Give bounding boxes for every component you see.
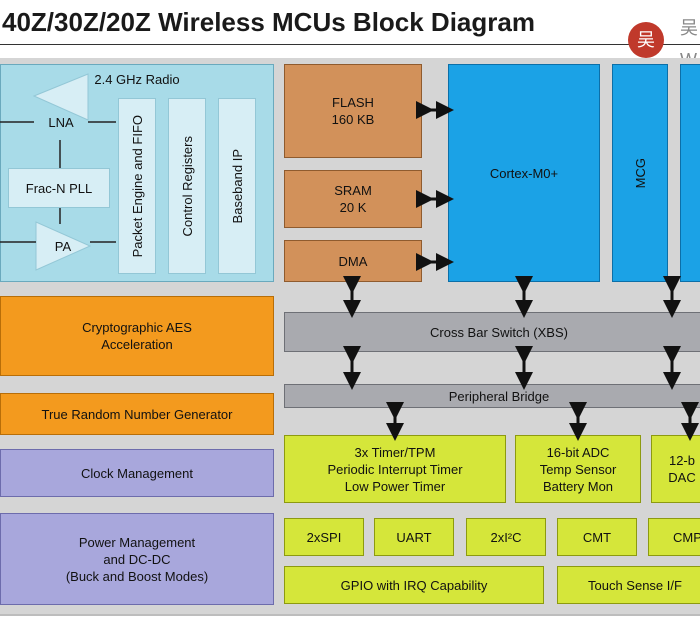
diagram-title: 40Z/30Z/20Z Wireless MCUs Block Diagram <box>2 7 535 37</box>
trng-block: True Random Number Generator <box>0 393 274 435</box>
baseband-ip-block: Baseband IP <box>218 98 256 274</box>
radio-label: 2.4 GHz Radio <box>94 72 180 87</box>
uart-block: UART <box>374 518 454 556</box>
radio-internals <box>0 73 116 271</box>
watermark-logo-icon: 吴 <box>628 22 664 58</box>
spi-block: 2xSPI <box>284 518 364 556</box>
gpio-block: GPIO with IRQ Capability <box>284 566 544 604</box>
title-underline <box>0 44 700 45</box>
clock-management-block: Clock Management <box>0 449 274 497</box>
flash-block: FLASH 160 KB <box>284 64 422 158</box>
cmp-block: CMP <box>648 518 700 556</box>
cross-bar-switch-block: Cross Bar Switch (XBS) <box>284 312 700 352</box>
sram-block: SRAM 20 K <box>284 170 422 228</box>
dma-block: DMA <box>284 240 422 282</box>
pa-label: PA <box>54 238 72 254</box>
pa-triangle-icon <box>35 221 92 271</box>
cmt-block: CMT <box>557 518 637 556</box>
timers-block: 3x Timer/TPM Periodic Interrupt Timer Lo… <box>284 435 506 503</box>
lna-label: LNA <box>48 114 74 130</box>
control-registers-block: Control Registers <box>168 98 206 274</box>
power-management-block: Power Management and DC-DC (Buck and Boo… <box>0 513 274 605</box>
frac-n-pll-block: Frac-N PLL <box>8 168 110 208</box>
dac-block: 12-b DAC <box>651 435 700 503</box>
core-partial-block <box>680 64 700 282</box>
watermark-text-top: 吴 <box>680 18 698 38</box>
aes-block: Cryptographic AES Acceleration <box>0 296 274 376</box>
adc-block: 16-bit ADC Temp Sensor Battery Mon <box>515 435 641 503</box>
i2c-block: 2xI²C <box>466 518 546 556</box>
packet-engine-block: Packet Engine and FIFO <box>118 98 156 274</box>
lna-triangle-icon <box>32 73 89 121</box>
touch-sense-block: Touch Sense I/F <box>557 566 700 604</box>
mcg-block: MCG <box>612 64 668 282</box>
